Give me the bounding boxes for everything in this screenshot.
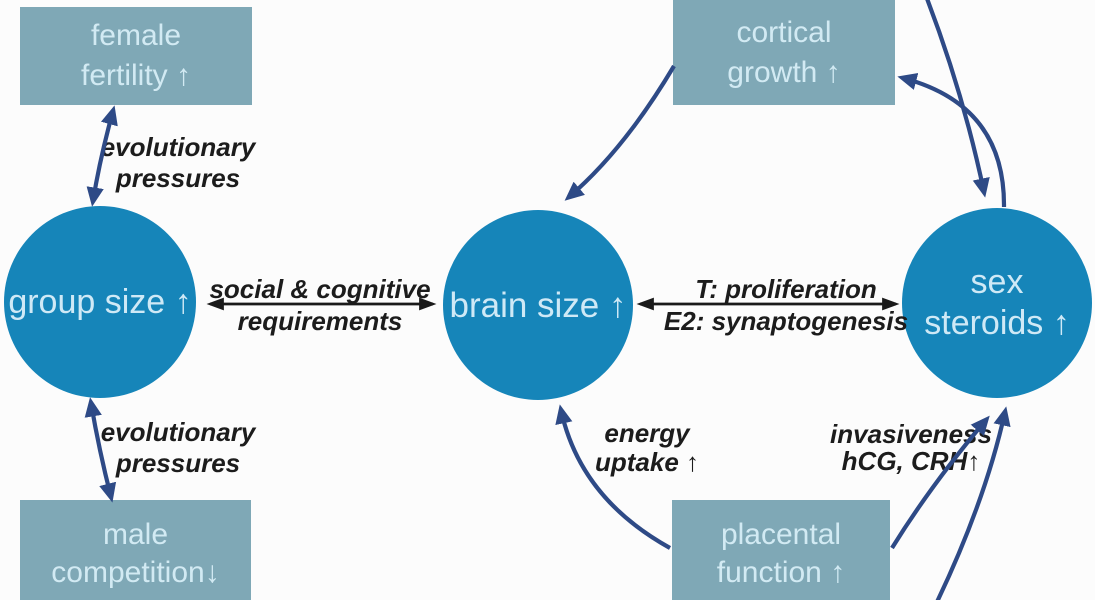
group-size-label: group size ↑ bbox=[8, 282, 192, 321]
cortical-growth-label-line2: growth ↑ bbox=[727, 55, 841, 89]
sex-steroids-label-line1: sex bbox=[970, 263, 1024, 301]
arrow-cortical-growth-to-brain-size bbox=[564, 64, 676, 201]
evolutionary-pressures-top-line2: pressures bbox=[115, 163, 241, 193]
placental-function-label-line1: placental bbox=[720, 518, 842, 551]
female-fertility-label-line2: fertility ↑ bbox=[80, 59, 191, 92]
node-group-size: group size ↑ bbox=[4, 206, 196, 398]
evolutionary-pressures-top-line1: evolutionary bbox=[100, 132, 256, 162]
annotation-evolutionary-pressures-top: evolutionary pressures bbox=[101, 132, 256, 194]
node-cortical-growth: cortical growth ↑ bbox=[673, 0, 895, 105]
brain-size-label: brain size ↑ bbox=[449, 285, 627, 325]
sex-steroids-label-line2: steroids ↑ bbox=[924, 304, 1070, 342]
female-fertility-label-line1: female bbox=[90, 19, 182, 52]
annotation-t-proliferation-e2-synaptogenesis: T: proliferation E2: synaptogenesis bbox=[664, 273, 908, 337]
evolutionary-pressures-bottom-line1: evolutionary bbox=[100, 417, 256, 447]
cortical-growth-label-line1: cortical bbox=[736, 15, 832, 49]
annotation-evolutionary-pressures-bottom: evolutionary pressures bbox=[101, 417, 256, 479]
placental-function-label-line2: function ↑ bbox=[716, 556, 846, 589]
social-cognitive-line1: social & cognitive bbox=[209, 274, 431, 304]
evolutionary-pressures-bottom-line2: pressures bbox=[115, 448, 241, 478]
annotation-energy-uptake: energy uptake ↑ bbox=[595, 419, 699, 477]
node-placental-function: placental function ↑ bbox=[672, 500, 890, 600]
hormones-line2: E2: synaptogenesis bbox=[663, 306, 909, 336]
energy-uptake-line2: uptake ↑ bbox=[594, 447, 700, 477]
node-brain-size: brain size ↑ bbox=[443, 210, 633, 400]
arrow-sex-steroids-to-cortical-growth bbox=[897, 73, 1007, 208]
arrow-from-top-to-sex-steroids bbox=[925, 0, 990, 198]
node-female-fertility: female fertility ↑ bbox=[20, 7, 252, 105]
invasiveness-line1: invasiveness bbox=[830, 419, 992, 449]
male-competition-label-line1: male bbox=[102, 518, 169, 551]
node-male-competition: male competition↓ bbox=[20, 500, 251, 600]
invasiveness-line2: hCG, CRH↑ bbox=[841, 446, 981, 476]
social-cognitive-line2: requirements bbox=[237, 306, 403, 336]
node-sex-steroids: sex steroids ↑ bbox=[902, 208, 1092, 398]
hormones-line1: T: proliferation bbox=[695, 274, 877, 304]
annotation-invasiveness-hcg-crh: invasiveness hCG, CRH↑ bbox=[830, 421, 992, 475]
annotation-social-cognitive-requirements: social & cognitive requirements bbox=[209, 273, 430, 337]
energy-uptake-line1: energy bbox=[604, 418, 690, 448]
male-competition-label-line2: competition↓ bbox=[51, 556, 220, 589]
